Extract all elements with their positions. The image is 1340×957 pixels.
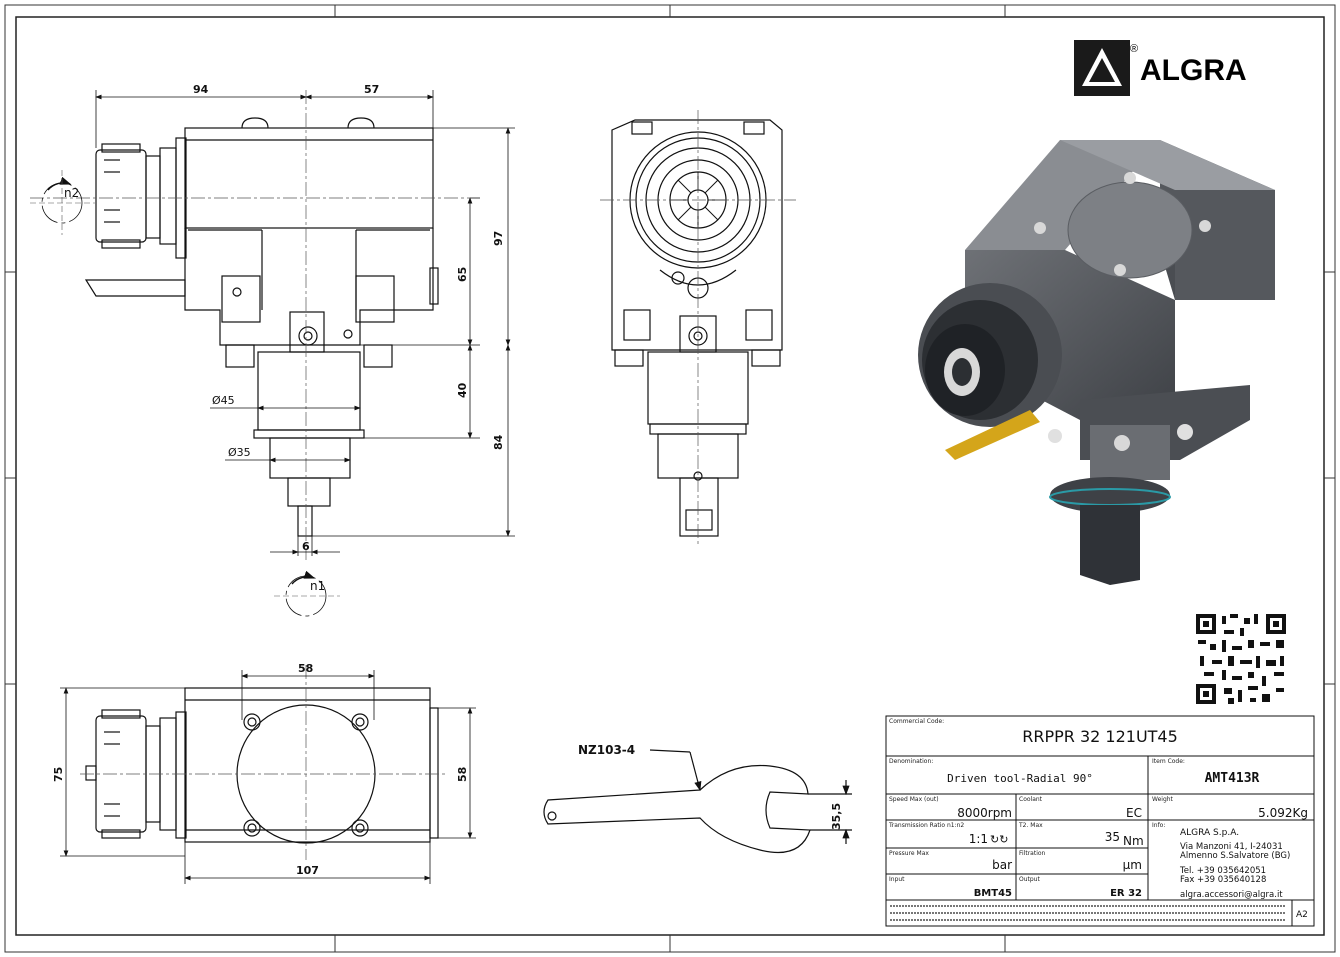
wrench-nz103 [543,749,852,854]
item-code: AMT413R [1205,771,1260,786]
sheet-size: A2 [1296,910,1308,920]
dim-84: 84 [492,434,505,450]
input-label: Input [889,876,905,883]
pressure-label: Pressure Max [889,850,929,857]
product-3d-render [918,140,1275,585]
title-block-fine-print [890,905,1286,921]
dim-94: 94 [193,83,209,96]
denomination-label: Denomination: [889,758,933,765]
side-view-dimensions [30,90,515,617]
denomination: Driven tool-Radial 90° [947,772,1093,785]
label-n1: n1 [310,579,325,593]
item-code-label: Item Code: [1152,758,1185,765]
torque-label: T2. Max [1018,822,1043,829]
telephone: Tel. +39 035642051 [1179,866,1266,876]
output-label: Output [1019,876,1040,883]
company-name: ALGRA S.p.A. [1180,828,1239,838]
dim-97: 97 [492,231,505,246]
algra-logo: ALGRA ® [1074,40,1247,96]
filtration-label: Filtration [1019,850,1046,857]
dim-58-top: 58 [298,662,313,675]
dim-40: 40 [456,382,469,398]
top-view [80,665,445,860]
dim-75: 75 [52,767,65,782]
ratio-value: 1:1 [969,832,988,846]
dim-107: 107 [296,864,319,877]
email: algra.accessori@algra.it [1180,890,1283,900]
address-line-2: Almenno S.Salvatore (BG) [1180,851,1290,861]
coolant-label: Coolant [1019,796,1043,803]
dim-65: 65 [456,267,469,282]
dim-dia45: Ø45 [212,394,235,407]
ratio-symbol: ↻↻ [990,833,1008,846]
top-view-dimensions [60,670,476,884]
commercial-code-label: Commercial Code: [889,718,944,725]
fax: Fax +39 035640128 [1180,875,1266,885]
output-value: ER 32 [1110,888,1142,899]
brand-name: ALGRA [1140,54,1247,87]
info-label: Info: [1152,822,1165,829]
address-line-1: Via Manzoni 41, I-24031 [1180,842,1283,852]
title-block-frame [885,715,1315,927]
pressure-value: bar [992,858,1012,872]
input-value: BMT45 [974,888,1012,899]
torque-unit: Nm [1123,834,1144,848]
speed-value: 8000rpm [957,806,1012,820]
dim-57: 57 [364,83,379,96]
commercial-code: RRPPR 32 121UT45 [1022,727,1178,746]
torque-value: 35 [1105,830,1120,844]
weight-value: 5.092Kg [1258,806,1308,820]
dim-35-5: 35,5 [830,803,843,830]
wrench-code: NZ103-4 [578,743,635,757]
qr-code [1196,614,1286,704]
dim-58-side: 58 [456,767,469,782]
dim-dia35: Ø35 [228,446,251,459]
filtration-value: µm [1123,858,1142,872]
coolant-value: EC [1126,806,1142,820]
registered-mark: ® [1130,43,1138,55]
label-n2: n2 [64,186,79,200]
ratio-label: Transmission Ratio n1:n2 [888,822,964,829]
front-view [600,110,796,545]
speed-label: Speed Max (out) [889,796,939,803]
weight-label: Weight [1152,796,1174,803]
dim-6: 6 [302,540,310,553]
side-view [30,90,470,560]
